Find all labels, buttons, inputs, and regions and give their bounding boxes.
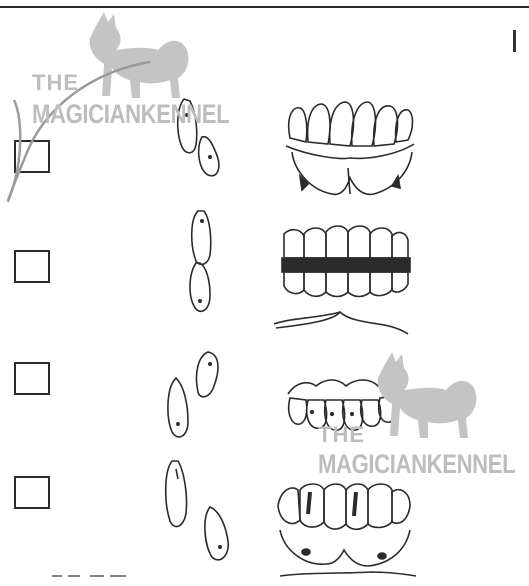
watermark-line-2: MAGICIANKENNEL (318, 450, 515, 478)
kennel-logo-swoosh-1 (0, 60, 160, 215)
option-checkbox-4[interactable] (14, 476, 50, 509)
kennel-logo-dog-2 (370, 348, 480, 448)
teeth-front-view-1 (280, 98, 420, 203)
option-checkbox-2[interactable] (14, 250, 50, 283)
edge-mark (513, 30, 516, 52)
incisor-profile-3 (160, 348, 230, 443)
option-checkbox-3[interactable] (14, 362, 50, 395)
incisor-profile-4 (158, 455, 238, 565)
teeth-front-view-4 (270, 480, 420, 579)
page-cut-mark (50, 568, 130, 579)
incisor-profile-2 (178, 205, 228, 315)
teeth-front-view-2 (270, 220, 420, 340)
top-rule (0, 6, 529, 8)
